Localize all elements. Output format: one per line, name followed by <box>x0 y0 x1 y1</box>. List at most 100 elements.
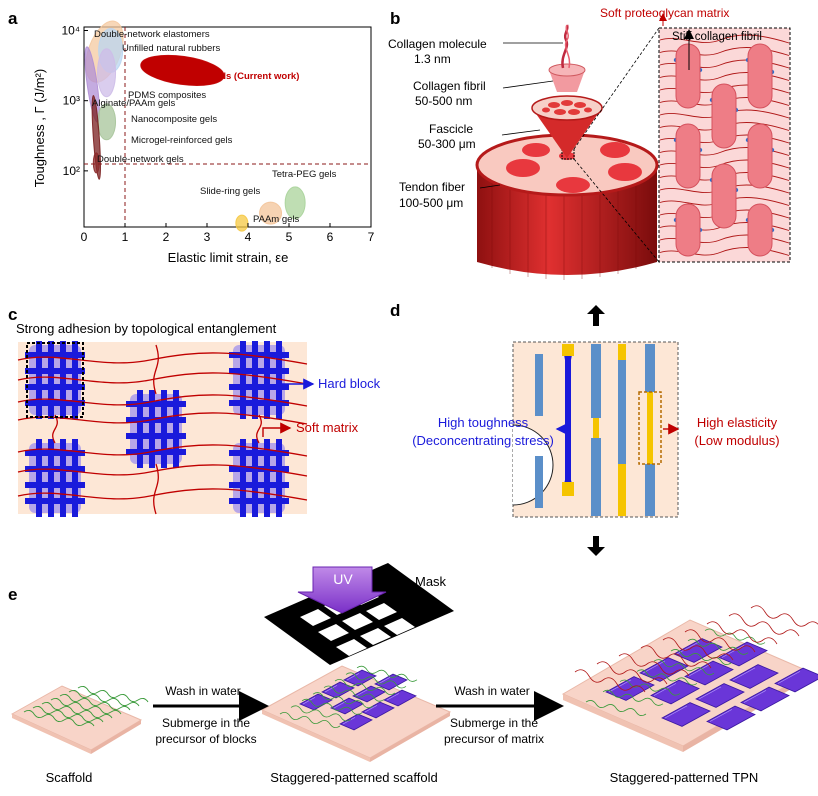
fascicle-sections <box>506 142 642 193</box>
matrix-chain <box>640 645 712 669</box>
mask-label: Mask <box>415 574 447 589</box>
scaffold-fiber <box>323 685 385 702</box>
tendon-fiber-label: Tendon fiber <box>399 180 465 194</box>
scaffold-fiber <box>32 705 104 723</box>
patterned-block <box>695 683 745 708</box>
inset-fibrils <box>675 43 773 257</box>
patterned-block <box>361 701 395 719</box>
uv-label: UV <box>333 571 353 587</box>
region-layer <box>84 20 306 232</box>
region-label: Double-network elastomers <box>94 29 210 40</box>
region-double-network-gels <box>92 152 100 174</box>
staggered-scaffold-blocks <box>279 665 418 731</box>
matrix-chain <box>706 621 778 645</box>
unit-cell-outline <box>26 342 84 418</box>
soft-matrix-label: Soft matrix <box>296 420 359 435</box>
fascicle-top <box>531 95 603 121</box>
scaffold-fiber <box>334 679 396 695</box>
x-tick-label: 4 <box>245 230 252 244</box>
patterned-block <box>706 705 756 731</box>
tpn-caption: Staggered-patterned TPN <box>610 770 759 785</box>
x-tick-label: 3 <box>204 230 211 244</box>
scaffold-fiber <box>619 679 681 696</box>
collagen-molecule-size: 1.3 nm <box>414 52 451 66</box>
panel-letter-d: d <box>390 301 400 320</box>
tension-arrow-down <box>587 536 605 556</box>
strip-segment <box>562 482 574 496</box>
region-paam-gels <box>235 214 249 232</box>
x-tick-label: 0 <box>81 230 88 244</box>
patterned-block <box>774 667 818 693</box>
tension-arrow-up <box>587 305 605 326</box>
scaffold-fiber <box>312 692 374 709</box>
region-label: Unfilled natural rubbers <box>122 43 220 54</box>
elastic-highlight-box <box>638 391 662 465</box>
matrix-chain <box>17 464 308 477</box>
panel-d: d High toughness (Deconcentrating stress… <box>390 301 780 556</box>
x-tick-label: 1 <box>122 230 129 244</box>
scaffold-fiber <box>356 665 418 682</box>
x-tick-label: 6 <box>327 230 334 244</box>
submerge-label-2a: Submerge in the <box>450 716 538 730</box>
matrix-chain <box>17 412 308 425</box>
wash-label-1: Wash in water <box>165 684 241 698</box>
matrix-chain <box>662 637 734 661</box>
strip-segment <box>535 354 543 416</box>
strip-segment <box>618 464 626 516</box>
patterned-block <box>321 681 355 699</box>
deconcentrating-stress-label: (Deconcentrating stress) <box>412 433 554 448</box>
region-label: Slide-ring gels <box>200 186 260 197</box>
region-label: Double-network gels <box>97 154 184 165</box>
matrix-chain <box>17 488 308 501</box>
tendon-fiber-size: 100-500 μm <box>399 196 463 210</box>
scaffold-fiber <box>602 689 664 706</box>
x-tick-label: 7 <box>368 230 375 244</box>
patterned-block <box>684 660 734 686</box>
scaffold-fiber <box>279 712 341 728</box>
strip-segment <box>645 344 655 392</box>
patterned-block <box>339 713 373 731</box>
panel-letter-e: e <box>8 585 17 604</box>
fascicle-label: Fascicle <box>429 122 473 136</box>
scaffold-caption: Scaffold <box>46 770 93 785</box>
matrix-chain <box>684 629 756 653</box>
low-modulus-label: (Low modulus) <box>694 433 779 448</box>
collagen-molecule-label: Collagen molecule <box>388 37 487 51</box>
panel-e: e UV Mask <box>8 563 818 785</box>
strip-segment <box>591 438 601 516</box>
y-axis-label: Toughness , Γ (J/m²) <box>32 69 47 187</box>
matrix-chain <box>596 661 668 685</box>
panel-letter-c: c <box>8 305 17 324</box>
scaffold-fibers <box>23 685 149 727</box>
proteoglycan-matrix-label: Soft proteoglycan matrix <box>600 6 729 20</box>
hard-blocks <box>25 341 289 517</box>
high-toughness-label: High toughness <box>438 415 529 430</box>
hard-block-label: Hard block <box>318 376 381 391</box>
x-axis-label: Elastic limit strain, εe <box>168 250 289 265</box>
matrix-chain <box>17 444 308 457</box>
scaffold-fiber <box>345 672 407 689</box>
scaffold-fiber <box>77 685 149 703</box>
matrix-chain <box>17 372 308 385</box>
matrix-chain <box>17 394 308 407</box>
matrix-chain <box>618 653 690 677</box>
panel-b: b <box>388 6 791 280</box>
soft-matrix-chains <box>17 344 308 515</box>
submerge-label-2b: precursor of matrix <box>444 732 544 746</box>
region-tpns-current-work- <box>140 54 225 86</box>
panel-letter-a: a <box>8 9 18 28</box>
scaffold-fiber <box>290 705 352 722</box>
submerge-label-1b: precursor of blocks <box>155 732 256 746</box>
region-label: PDMS composites <box>128 90 206 101</box>
strip-segment <box>593 418 599 438</box>
scaffold-fiber <box>301 698 363 715</box>
strip-segment <box>535 456 543 508</box>
patterned-block <box>661 702 711 727</box>
region-slide-ring-gels <box>259 201 283 225</box>
matrix-chain <box>574 669 646 693</box>
region-label: TPNs (Current work) <box>207 71 299 82</box>
matrix-chain <box>17 352 308 365</box>
y-tick-label: 10² <box>63 164 80 178</box>
